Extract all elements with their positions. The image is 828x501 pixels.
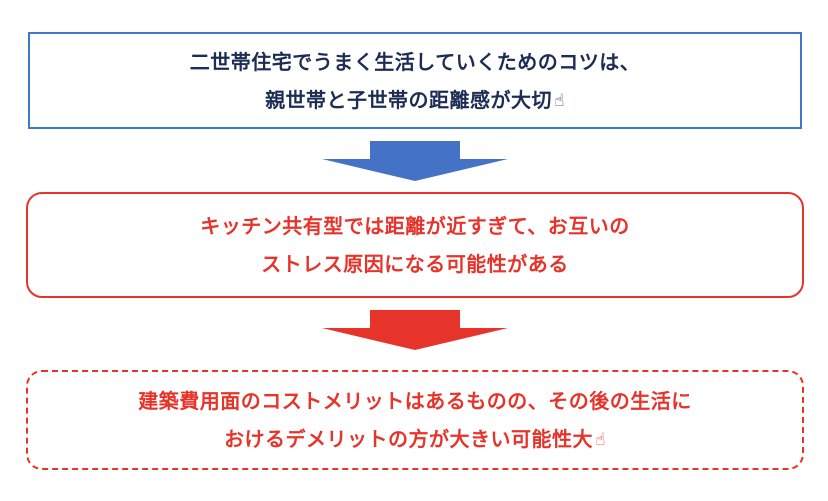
pointing-hand-icon: ☝ bbox=[554, 90, 565, 111]
down-arrow-icon bbox=[322, 141, 508, 181]
advice-line-2-wrap: 親世帯と子世帯の距離感が大切☝ bbox=[265, 81, 565, 119]
conclusion-line-2: おけるデメリットの方が大きい可能性大 bbox=[224, 427, 594, 451]
conclusion-box: 建築費用面のコストメリットはあるものの、その後の生活に おけるデメリットの方が大… bbox=[26, 370, 804, 470]
conclusion-line-1: 建築費用面のコストメリットはあるものの、その後の生活に bbox=[138, 389, 692, 413]
advice-line-2: 親世帯と子世帯の距離感が大切 bbox=[265, 87, 553, 112]
pointing-hand-icon: ☝ bbox=[595, 430, 606, 450]
conclusion-line-2-wrap: おけるデメリットの方が大きい可能性大☝ bbox=[224, 420, 606, 458]
advice-box: 二世帯住宅でうまく生活していくためのコツは、 親世帯と子世帯の距離感が大切☝ bbox=[28, 32, 802, 129]
advice-line-1: 二世帯住宅でうまく生活していくためのコツは、 bbox=[189, 49, 641, 74]
problem-line-2: ストレス原因になる可能性がある bbox=[261, 252, 569, 276]
problem-line-1: キッチン共有型では距離が近すぎて、お互いの bbox=[200, 214, 630, 238]
problem-box: キッチン共有型では距離が近すぎて、お互いの ストレス原因になる可能性がある bbox=[26, 192, 804, 298]
down-arrow-icon bbox=[322, 310, 508, 350]
